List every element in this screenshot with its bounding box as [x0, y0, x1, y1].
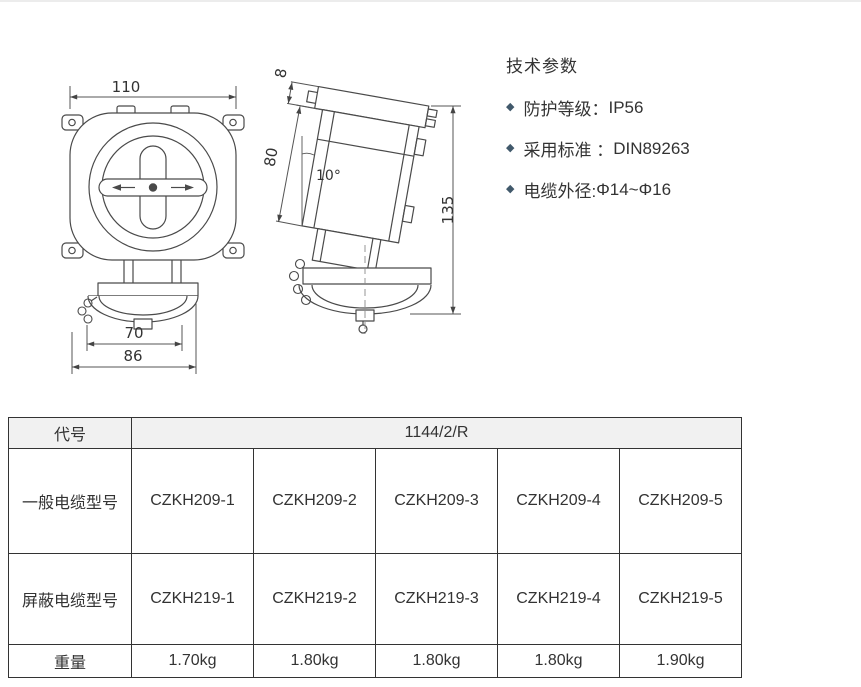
code-value-cell: 1144/2/R [131, 417, 742, 449]
safety-chain [77, 296, 98, 324]
dim-outer-width-label: 86 [123, 347, 142, 365]
tilted-barrel [301, 85, 438, 272]
technical-drawing: 110 70 86 [61, 67, 461, 374]
switch-handle [98, 178, 208, 197]
spec-label: 防护等级： [523, 100, 609, 119]
spec-label: 采用标准 ： [523, 141, 614, 160]
product-spec-table: 代号 1144/2/R 一般电缆型号 CZKH209-1 CZKH209-2 C… [8, 417, 742, 678]
dim-top-width-label: 110 [112, 78, 141, 96]
spec-label: 电缆外径: [523, 182, 597, 201]
mounting-lugs [61, 114, 245, 259]
table-row-weight: 重量 1.70kg 1.80kg 1.80kg 1.80kg 1.90kg [8, 644, 742, 678]
row-label-cell: 屏蔽电缆型号 [8, 553, 132, 645]
front-dimensions [69, 86, 237, 374]
table-cell: 1.80kg [497, 644, 620, 678]
diamond-bullet-icon: ◆ [506, 183, 515, 195]
table-cell: 1.90kg [619, 644, 742, 678]
table-cell: 1.80kg [253, 644, 376, 678]
table-cell: CZKH219-3 [375, 553, 498, 645]
side-bowl [298, 284, 432, 334]
socket-bowl [87, 295, 199, 330]
row-label-cell: 一般电缆型号 [8, 448, 132, 554]
socket-flange [97, 282, 199, 297]
spec-item-cable-diameter: ◆ 电缆外径: Φ14~Φ16 [506, 177, 690, 202]
socket-neck [123, 260, 182, 283]
collar [311, 228, 382, 272]
spec-value: IP56 [608, 97, 644, 117]
table-header-row: 代号 1144/2/R [8, 417, 742, 449]
side-chain [288, 258, 312, 306]
dim-lid-thickness-label: 8 [271, 67, 290, 80]
hinge [401, 204, 415, 224]
diamond-bullet-icon: ◆ [506, 142, 515, 154]
side-flange [302, 267, 432, 285]
hinge [413, 137, 427, 157]
tech-specs-block: 技术参数 ◆ 防护等级： IP56 ◆ 采用标准 ： DIN89263 ◆ 电缆… [506, 52, 690, 218]
outer-ring [88, 122, 218, 252]
side-dimensions [275, 81, 461, 315]
angle-annotation [301, 136, 315, 226]
table-cell: CZKH209-2 [253, 448, 376, 554]
dim-inner-width-label: 70 [124, 324, 143, 342]
table-cell: CZKH219-2 [253, 553, 376, 645]
table-cell: 1.70kg [131, 644, 254, 678]
row-label-cell: 重量 [8, 644, 132, 678]
table-cell: CZKH209-4 [497, 448, 620, 554]
handle-arrow-right-icon [185, 184, 194, 191]
table-row-general-cable: 一般电缆型号 CZKH209-1 CZKH209-2 CZKH209-3 CZK… [8, 448, 742, 554]
table-cell: CZKH219-5 [619, 553, 742, 645]
spec-value: DIN89263 [613, 138, 690, 158]
diamond-bullet-icon: ◆ [506, 101, 515, 113]
specs-title: 技术参数 [506, 57, 578, 76]
table-cell: CZKH209-3 [375, 448, 498, 554]
code-label-cell: 代号 [8, 417, 132, 449]
dim-face-height-label: 80 [261, 146, 282, 168]
table-cell: CZKH209-1 [131, 448, 254, 554]
spec-value: Φ14~Φ16 [596, 179, 672, 199]
table-cell: 1.80kg [375, 644, 498, 678]
dim-total-height-label: 135 [439, 196, 457, 225]
table-row-shielded-cable: 屏蔽电缆型号 CZKH219-1 CZKH219-2 CZKH219-3 CZK… [8, 553, 742, 645]
spec-item-protection: ◆ 防护等级： IP56 [506, 95, 690, 120]
table-cell: CZKH219-4 [497, 553, 620, 645]
handle-arrow-left-icon [112, 184, 121, 191]
spec-item-standard: ◆ 采用标准 ： DIN89263 [506, 136, 690, 161]
table-cell: CZKH219-1 [131, 553, 254, 645]
side-view [288, 85, 438, 334]
dim-tilt-angle-label: 10° [316, 168, 341, 184]
front-view [61, 105, 245, 330]
table-cell: CZKH209-5 [619, 448, 742, 554]
